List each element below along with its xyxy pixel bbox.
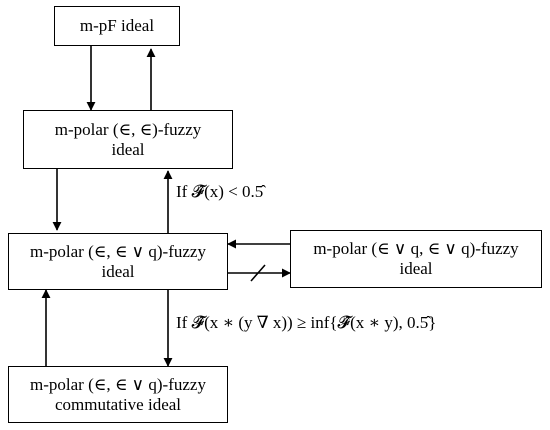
node-ee-line2: ideal (111, 139, 145, 159)
node-mpolar-evq-evq-fuzzy-ideal: m-polar (∈ ∨ q, ∈ ∨ q)-fuzzy ideal (290, 230, 542, 288)
node-eqeq-line2: ideal (399, 259, 433, 278)
node-mpolar-commutative-ideal: m-polar (∈, ∈ ∨ q)-fuzzy commutative ide… (8, 366, 228, 423)
node-mpolar-e-evq-fuzzy-ideal: m-polar (∈, ∈ ∨ q)-fuzzy ideal (8, 233, 228, 290)
condition-upper: If 𝓕̂(x) < 0.5̂ (176, 182, 264, 202)
node-eeq-line1: m-polar (∈, ∈ ∨ q)-fuzzy (30, 241, 206, 261)
node-comm-line2: commutative ideal (54, 394, 182, 414)
node-eeq-line2: ideal (101, 261, 135, 281)
node-eqeq-line1: m-polar (∈ ∨ q, ∈ ∨ q)-fuzzy (313, 239, 519, 258)
condition-lower: If 𝓕̂(x ∗ (y ∇ x)) ≥ inf{𝓕̂(x ∗ y), 0.5̂… (176, 313, 437, 333)
node-mpolar-e-e-fuzzy-ideal: m-polar (∈, ∈)-fuzzy ideal (23, 110, 233, 169)
node-ee-line1: m-polar (∈, ∈)-fuzzy (54, 119, 202, 139)
negation-slash (250, 264, 266, 282)
node-mpf-ideal-text: m-pF ideal (79, 16, 155, 35)
node-mpf-ideal: m-pF ideal (54, 6, 180, 46)
node-comm-line1: m-polar (∈, ∈ ∨ q)-fuzzy (30, 374, 206, 394)
